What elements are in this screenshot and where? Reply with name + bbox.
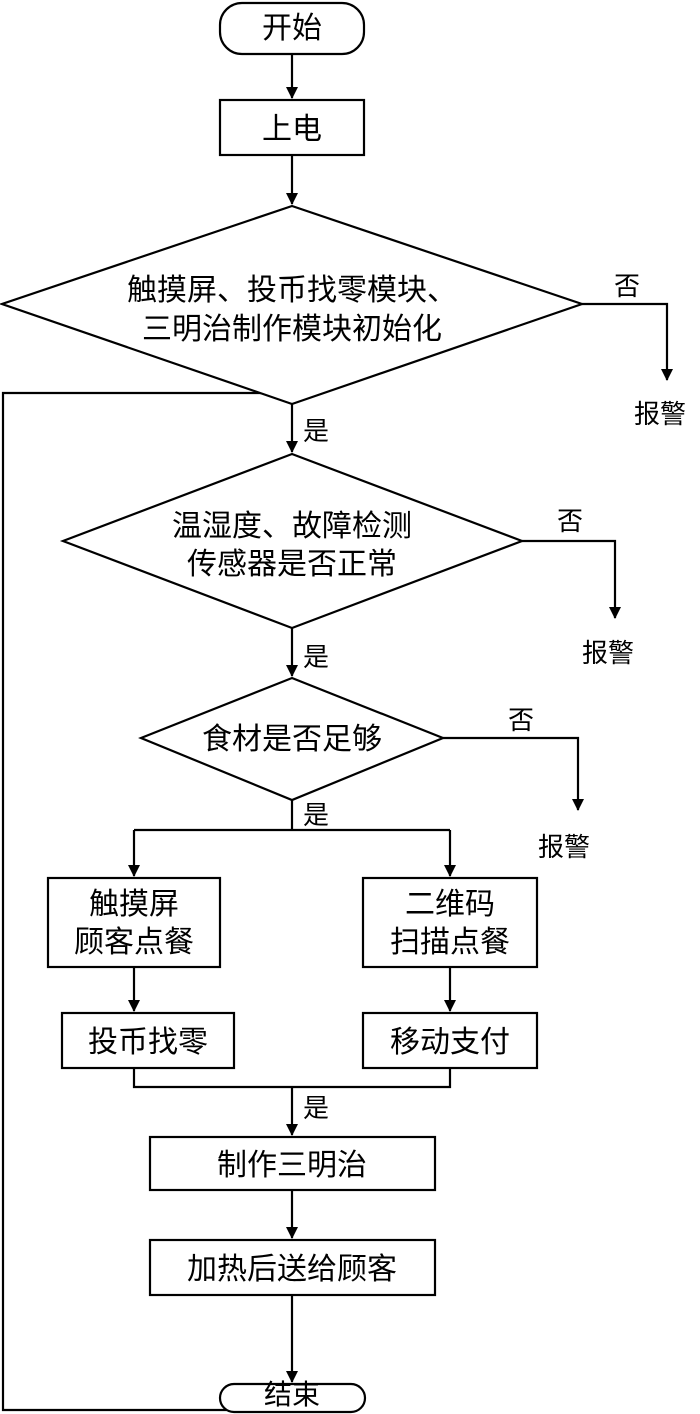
touch-order-box: 触摸屏 顾客点餐 — [46, 876, 222, 969]
qr-order-line-2: 扫描点餐 — [390, 925, 510, 960]
qr-order-box: 二维码 扫描点餐 — [361, 876, 539, 969]
arrow-init-no — [582, 302, 673, 381]
ingredient-no-label: 否 — [508, 706, 534, 736]
make-sandwich-label: 制作三明治 — [217, 1148, 367, 1183]
make-sandwich-box: 制作三明治 — [148, 1135, 437, 1192]
ingredient-check-diamond: 食材是否足够 — [138, 676, 446, 802]
init-no-label: 否 — [614, 272, 640, 302]
sensor-check-diamond: 温湿度、故障检测 传感器是否正常 — [59, 452, 526, 630]
qr-order-line-1: 二维码 — [405, 887, 495, 922]
touch-order-line-1: 触摸屏 — [89, 887, 179, 922]
start-terminal: 开始 — [218, 1, 366, 56]
init-check-diamond: 触摸屏、投币找零模块、 三明治制作模块初始化 — [0, 204, 586, 406]
arrow-loop-back — [1, 387, 292, 1412]
end-terminal: 结束 — [218, 1378, 367, 1414]
coin-change-box: 投币找零 — [60, 1011, 236, 1070]
touch-order-line-2: 顾客点餐 — [74, 925, 194, 960]
power-on-label: 上电 — [262, 112, 322, 147]
sensor-yes-label: 是 — [303, 643, 329, 673]
line-merge — [132, 1068, 452, 1089]
connectors — [1, 54, 673, 1412]
coin-change-label: 投币找零 — [88, 1025, 208, 1060]
end-label: 结束 — [264, 1378, 320, 1411]
arrow-ingredient-no — [443, 736, 584, 811]
branch-labels: 否 报警 是 否 报警 是 否 报警 是 是 — [303, 272, 686, 1124]
merge-yes-label: 是 — [303, 1094, 329, 1124]
sensor-check-line-1: 温湿度、故障检测 — [172, 509, 412, 544]
init-check-line-1: 触摸屏、投币找零模块、 — [127, 273, 457, 308]
arrow-sensor-no — [522, 539, 621, 619]
ingredient-yes-label: 是 — [303, 801, 329, 831]
init-yes-label: 是 — [303, 417, 329, 447]
power-on-box: 上电 — [218, 98, 366, 157]
init-check-line-2: 三明治制作模块初始化 — [142, 312, 442, 347]
sensor-no-label: 否 — [557, 507, 583, 537]
heat-deliver-box: 加热后送给顾客 — [148, 1238, 437, 1297]
start-label: 开始 — [262, 11, 322, 46]
ingredient-alarm-label: 报警 — [538, 833, 590, 863]
mobile-pay-box: 移动支付 — [361, 1011, 539, 1070]
heat-deliver-label: 加热后送给顾客 — [187, 1252, 397, 1287]
sensor-check-line-2: 传感器是否正常 — [187, 547, 397, 582]
init-alarm-label: 报警 — [634, 400, 686, 430]
ingredient-check-label: 食材是否足够 — [202, 722, 382, 757]
sensor-alarm-label: 报警 — [582, 639, 634, 669]
mobile-pay-label: 移动支付 — [390, 1025, 510, 1060]
